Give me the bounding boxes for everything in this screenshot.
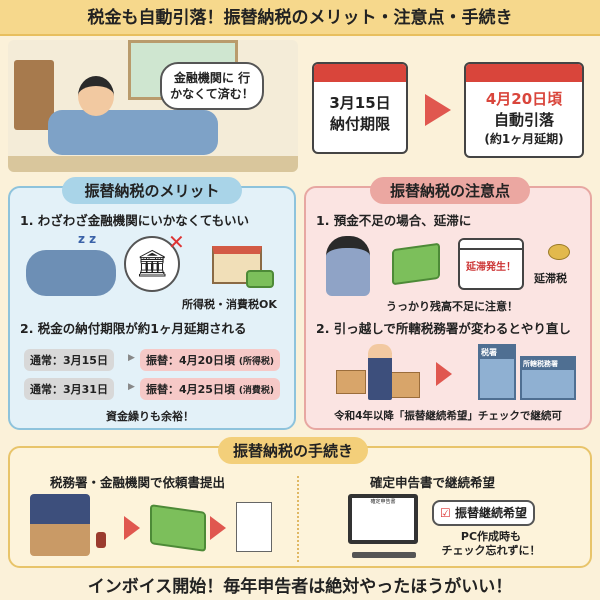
moving-man-icon [368, 344, 392, 400]
merit-1: 1. わざわざ金融機関にいかなくてもいい [20, 213, 250, 228]
procedure-left: 税務署・金融機関で依頼書提出 [50, 475, 226, 490]
new-tax-office-building-icon: 所轄税務署 [520, 356, 576, 400]
shelf [14, 60, 54, 130]
desk-man-icon [30, 494, 90, 556]
pc-note-line1: PC作成時も [460, 530, 522, 543]
zzz-icon: z z [78, 232, 97, 246]
floor [8, 156, 298, 172]
merit-2: 2. 税金の納付期限が約1ヶ月延期される [20, 321, 247, 336]
bankbook-icon [150, 504, 206, 552]
tax-office-building-icon: 税署 [478, 344, 516, 400]
transfer-date-text: 振替：4月20日頃 [146, 354, 235, 367]
sofa [48, 110, 218, 155]
transfer-note: (約1ヶ月延期) [484, 132, 564, 146]
bank-icon: 🏛 [124, 236, 180, 292]
calendar-transfer: 4月20日頃 自動引落 (約1ヶ月延期) [464, 62, 584, 158]
arrow-icon [436, 362, 452, 386]
merits-footer: 資金繰りも余裕！ [106, 410, 194, 423]
footer-slogan: インボイス開始！毎年申告者は絶対やったほうがいい！ [87, 577, 513, 597]
checkbox-bubble: ☑ 振替継続希望 [432, 500, 535, 526]
bankbook-icon [246, 270, 274, 288]
ok-note: 所得税・消費税OK [182, 298, 277, 311]
stamp-icon [96, 532, 106, 548]
penalty-label: 延滞税 [534, 272, 567, 285]
caution-1: 1. 預金不足の場合、延滞に [316, 213, 472, 228]
building-sign: 税署 [480, 346, 514, 359]
worried-man-icon [326, 236, 370, 296]
triangle-icon: ▶ [128, 353, 135, 363]
transfer-date: 4月20日頃 [485, 90, 563, 108]
normal-date-2: 通常：3月31日 [24, 378, 114, 400]
calendar-normal: 3月15日 納付期限 [312, 62, 408, 154]
transfer-date-1: 振替：4月20日頃 (所得税) [140, 349, 281, 371]
caution-2: 2. 引っ越しで所轄税務署が変わるとやり直し [316, 321, 571, 336]
boxes-icon [336, 370, 366, 394]
transfer-date-text: 振替：4月25日頃 [146, 383, 235, 396]
normal-date-1: 通常：3月15日 [24, 349, 114, 371]
screen-title: 確定申告書 [370, 499, 396, 505]
keyboard-icon [352, 552, 416, 558]
arrow-icon [425, 94, 451, 126]
speech-bubble: 金融機関に 行かなくて済む！ [160, 62, 264, 110]
sleeping-man-icon [26, 250, 116, 296]
cautions-title: 振替納税の注意点 [370, 177, 530, 204]
tax-type: (消費税) [238, 386, 275, 396]
checkbox-checked-icon: ☑ [440, 506, 451, 520]
checkbox-label: 振替継続希望 [454, 506, 527, 520]
procedure-right: 確定申告書で継続希望 [370, 475, 496, 490]
coins-icon [548, 244, 570, 260]
overdue-calendar: 延滞発生！ [458, 238, 524, 290]
page-title: 税金も自動引落！振替納税のメリット・注意点・手続き [0, 0, 600, 36]
transfer-date-2: 振替：4月25日頃 (消費税) [140, 378, 281, 400]
man-relaxing-icon [78, 76, 114, 116]
document-icon [236, 502, 272, 552]
normal-label: 納付期限 [329, 115, 390, 133]
continuation-note: 令和4年以降「振替継続希望」チェックで継続可 [334, 410, 562, 422]
normal-date: 3月15日 [329, 94, 391, 112]
arrow-icon [210, 516, 226, 540]
cross-icon: ✕ [168, 230, 185, 254]
balance-note: うっかり残高不足に注意！ [386, 300, 518, 313]
pc-note-line2: チェック忘れずに！ [441, 544, 541, 557]
tax-type: (所得税) [238, 357, 275, 367]
building-sign: 所轄税務署 [522, 358, 574, 370]
transfer-label: 自動引落 [493, 111, 554, 129]
hero-illustration: 金融機関に 行かなくて済む！ [8, 40, 298, 172]
merits-title: 振替納税のメリット [62, 177, 242, 204]
divider [297, 476, 299, 562]
arrow-icon [124, 516, 140, 540]
computer-monitor-icon: 確定申告書 [348, 494, 418, 544]
overdue-label: 延滞発生！ [466, 262, 516, 273]
boxes-icon [390, 372, 420, 398]
bankbook-icon [392, 242, 440, 286]
procedure-title: 振替納税の手続き [218, 437, 368, 464]
pc-note: PC作成時も チェック忘れずに！ [436, 530, 546, 558]
triangle-icon: ▶ [128, 382, 135, 392]
